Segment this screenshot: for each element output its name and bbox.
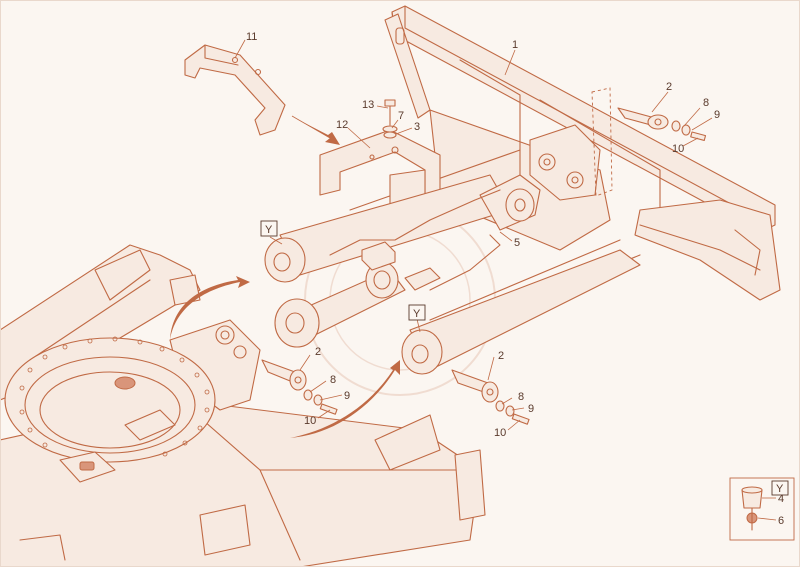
callout-9-left: 9 <box>344 390 350 402</box>
hydraulic-cylinder-5 <box>264 174 541 348</box>
callout-10-lower: 10 <box>494 427 506 439</box>
pin-upper-right <box>617 107 707 142</box>
callout-7: 7 <box>398 110 404 122</box>
callout-3: 3 <box>414 121 420 133</box>
bracket-part-11 <box>184 44 286 136</box>
callout-5: 5 <box>514 237 520 249</box>
callout-8-upper: 8 <box>703 97 709 109</box>
callout-9-lower: 9 <box>528 403 534 415</box>
callout-9-upper: 9 <box>714 109 720 121</box>
callout-2-upper: 2 <box>666 81 672 93</box>
callout-13: 13 <box>362 99 374 111</box>
hydraulic-cylinder-lower <box>401 249 641 375</box>
leader-lines <box>234 39 713 431</box>
slewing-ring <box>4 336 216 483</box>
svg-text:Y: Y <box>413 308 421 320</box>
callout-4: 4 <box>778 493 784 505</box>
assembly-arrows <box>170 115 400 438</box>
callout-8-left: 8 <box>330 374 336 386</box>
inset-label: Y <box>776 483 784 495</box>
callout-2-left: 2 <box>315 346 321 358</box>
callout-8-lower: 8 <box>518 391 524 403</box>
callout-10-left: 10 <box>304 415 316 427</box>
callout-12: 12 <box>336 119 348 131</box>
detail-marker-y-lower: Y <box>408 304 426 321</box>
callout-labels: 1 2 8 9 10 11 12 13 7 3 5 2 8 9 10 2 8 9… <box>246 31 720 439</box>
bolt-nut-13 <box>382 99 398 139</box>
detail-marker-y-upper: Y <box>260 220 278 237</box>
svg-text:Y: Y <box>265 224 273 236</box>
callout-2-lower: 2 <box>498 350 504 362</box>
callout-10-upper: 10 <box>672 143 684 155</box>
pin-left <box>261 359 338 415</box>
inset-detail-y: Y 4 6 <box>729 477 795 541</box>
callout-6: 6 <box>778 515 784 527</box>
pin-lower-right <box>451 369 530 425</box>
callout-1: 1 <box>512 39 518 51</box>
callout-11: 11 <box>246 31 257 43</box>
